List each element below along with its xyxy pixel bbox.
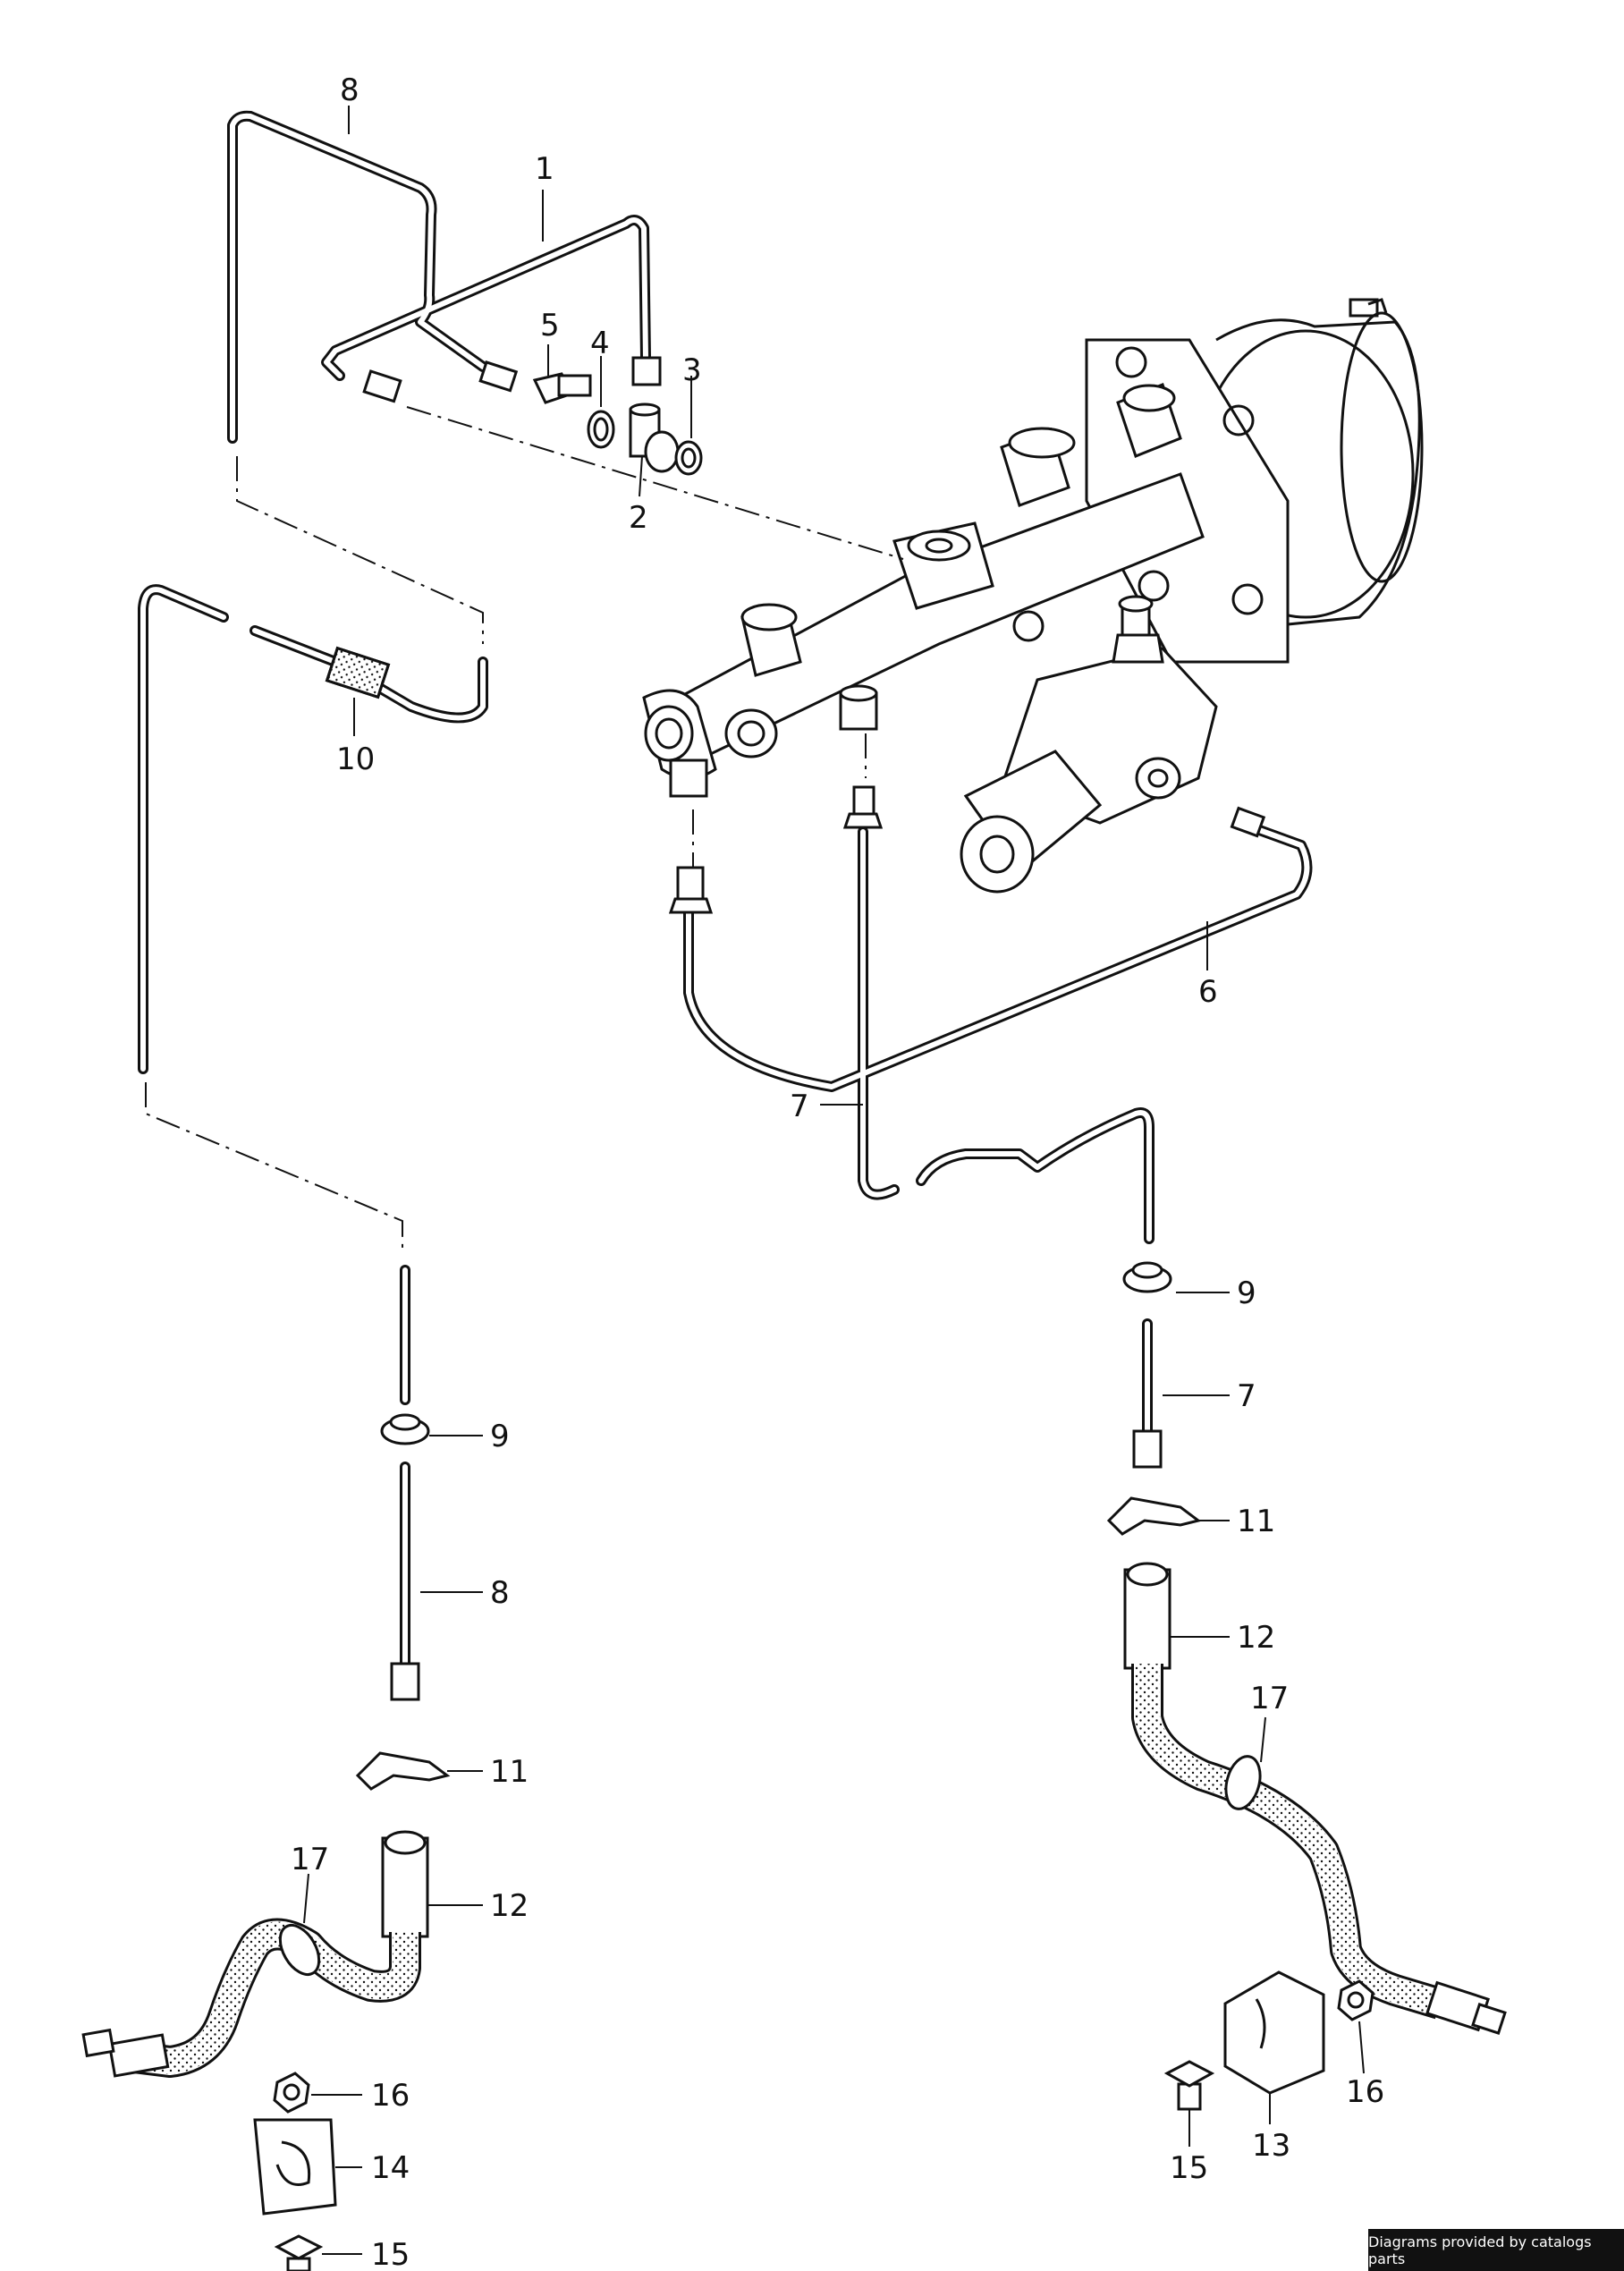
footer-credit-badge: Diagrams provided by catalogs parts bbox=[1368, 2229, 1624, 2271]
callout-12-right: 12 bbox=[1237, 1620, 1275, 1656]
callout-8-lower: 8 bbox=[490, 1575, 510, 1611]
callout-7-lower: 7 bbox=[1237, 1378, 1256, 1414]
callout-15-right: 15 bbox=[1170, 2150, 1208, 2186]
callout-14: 14 bbox=[371, 2150, 410, 2186]
callout-9-left: 9 bbox=[490, 1419, 510, 1454]
hose-hardware bbox=[81, 1755, 1507, 2271]
callout-8-upper: 8 bbox=[340, 72, 359, 108]
small-parts bbox=[325, 356, 1266, 1938]
callout-15-left: 15 bbox=[371, 2237, 410, 2271]
callout-11-left: 11 bbox=[490, 1754, 529, 1790]
callout-3: 3 bbox=[682, 352, 702, 388]
callout-9-right: 9 bbox=[1237, 1275, 1256, 1311]
callout-1: 1 bbox=[535, 151, 554, 187]
callout-12-left: 12 bbox=[490, 1888, 529, 1924]
callout-17-left: 17 bbox=[291, 1842, 329, 1877]
callout-10: 10 bbox=[336, 741, 375, 777]
callout-labels: 1 2 3 4 5 6 7 7 8 8 9 9 10 11 11 12 12 1… bbox=[291, 72, 1384, 2271]
footer-credit-text: Diagrams provided by catalogs parts bbox=[1368, 2233, 1592, 2267]
callout-2: 2 bbox=[629, 500, 648, 536]
leader-lines bbox=[303, 106, 1365, 2255]
callout-6: 6 bbox=[1198, 974, 1218, 1010]
callout-7-upper: 7 bbox=[790, 1089, 809, 1124]
alignment-lines bbox=[145, 406, 904, 1252]
callout-5: 5 bbox=[540, 308, 560, 343]
callout-17-right: 17 bbox=[1250, 1681, 1289, 1716]
callout-4: 4 bbox=[590, 326, 610, 361]
callout-16-left: 16 bbox=[371, 2078, 410, 2114]
callout-11-right: 11 bbox=[1237, 1504, 1275, 1539]
pressure-regulator bbox=[960, 595, 1218, 894]
master-cylinder bbox=[642, 383, 1205, 798]
callout-13: 13 bbox=[1252, 2128, 1290, 2164]
callout-16-right: 16 bbox=[1346, 2074, 1384, 2110]
